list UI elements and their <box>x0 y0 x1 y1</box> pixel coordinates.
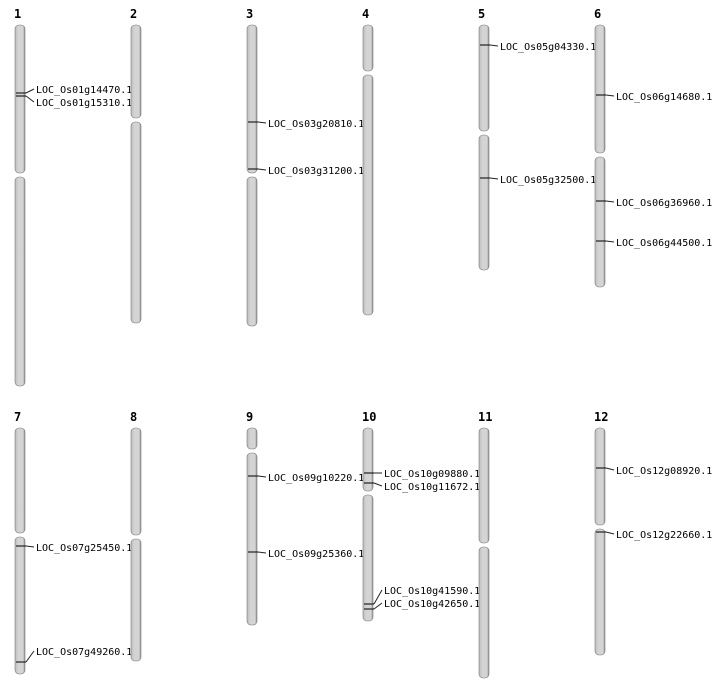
chromosome-11: 11 <box>478 410 492 679</box>
gene-connector <box>257 121 267 124</box>
chromosome-short-arm <box>14 24 26 174</box>
gene-connector <box>25 650 35 663</box>
chromosome-long-arm <box>130 538 142 662</box>
gene-label: LOC_Os12g08920.1 <box>616 466 712 477</box>
chromosome-long-arm <box>246 452 258 626</box>
gene-connector <box>605 531 615 535</box>
chromosome-number: 2 <box>130 7 137 21</box>
gene-connector <box>25 95 35 103</box>
chromosome-2: 2 <box>130 7 142 324</box>
gene-connector <box>373 589 383 605</box>
chromosome-long-arm <box>478 546 490 679</box>
gene-label: LOC_Os01g15310.1 <box>36 98 132 109</box>
gene-label: LOC_Os10g42650.1 <box>384 599 480 610</box>
gene-connector <box>605 240 615 243</box>
chromosome-short-arm <box>246 427 258 450</box>
chromosome-number: 3 <box>246 7 253 21</box>
chromosome-number: 6 <box>594 7 601 21</box>
gene-label: LOC_Os09g10220.1 <box>268 473 364 484</box>
gene-connector <box>25 88 35 94</box>
chromosome-6: 6LOC_Os06g14680.1LOC_Os06g36960.1LOC_Os0… <box>594 7 712 288</box>
chromosome-10: 10LOC_Os10g09880.1LOC_Os10g11672.1LOC_Os… <box>362 410 480 622</box>
chromosome-long-arm <box>478 134 490 271</box>
gene-label: LOC_Os06g36960.1 <box>616 198 712 209</box>
chromosome-number: 12 <box>594 410 608 424</box>
chromosome-number: 11 <box>478 410 492 424</box>
chromosome-short-arm <box>594 427 606 526</box>
gene-label: LOC_Os03g20810.1 <box>268 119 364 130</box>
chromosome-long-arm <box>362 494 374 622</box>
chromosome-4: 4 <box>362 7 374 316</box>
gene-connector <box>489 177 499 180</box>
chromosome-short-arm <box>130 24 142 119</box>
gene-label: LOC_Os06g14680.1 <box>616 92 712 103</box>
chromosome-number: 1 <box>14 7 21 21</box>
gene-label: LOC_Os12g22660.1 <box>616 530 712 541</box>
gene-label: LOC_Os03g31200.1 <box>268 166 364 177</box>
chromosome-long-arm <box>14 176 26 387</box>
gene-label: LOC_Os10g11672.1 <box>384 482 480 493</box>
gene-connector <box>605 94 615 97</box>
gene-connector <box>257 168 267 171</box>
gene-connector <box>373 602 383 610</box>
chromosome-short-arm <box>14 427 26 534</box>
gene-connector <box>373 482 383 487</box>
gene-label: LOC_Os01g14470.1 <box>36 85 132 96</box>
chromosome-long-arm <box>246 176 258 327</box>
chromosome-number: 4 <box>362 7 369 21</box>
gene-label: LOC_Os09g25360.1 <box>268 549 364 560</box>
chromosome-long-arm <box>130 121 142 324</box>
chromosome-8: 8 <box>130 410 142 662</box>
chromosome-number: 5 <box>478 7 485 21</box>
chromosome-long-arm <box>14 536 26 675</box>
chromosome-long-arm <box>594 156 606 288</box>
gene-label: LOC_Os07g25450.1 <box>36 543 132 554</box>
gene-connector <box>257 551 267 554</box>
chromosome-short-arm <box>362 24 374 72</box>
chromosome-long-arm <box>362 74 374 316</box>
chromosome-long-arm <box>594 528 606 656</box>
gene-label: LOC_Os05g04330.1 <box>500 42 596 53</box>
chromosome-number: 9 <box>246 410 253 424</box>
chromosome-short-arm <box>478 24 490 132</box>
chromosome-number: 7 <box>14 410 21 424</box>
gene-label: LOC_Os07g49260.1 <box>36 647 132 658</box>
gene-connector <box>257 475 267 478</box>
gene-connector <box>605 467 615 471</box>
chromosome-short-arm <box>594 24 606 154</box>
gene-label: LOC_Os10g09880.1 <box>384 469 480 480</box>
chromosome-short-arm <box>362 427 374 492</box>
gene-connector <box>489 44 499 47</box>
chromosome-number: 10 <box>362 410 376 424</box>
gene-label: LOC_Os06g44500.1 <box>616 238 712 249</box>
gene-label: LOC_Os10g41590.1 <box>384 586 480 597</box>
gene-connector <box>25 545 35 548</box>
gene-label: LOC_Os05g32500.1 <box>500 175 596 186</box>
chromosome-short-arm <box>130 427 142 536</box>
gene-connector <box>605 200 615 203</box>
chromosome-short-arm <box>246 24 258 174</box>
chromosome-short-arm <box>478 427 490 544</box>
chromosome-number: 8 <box>130 410 137 424</box>
